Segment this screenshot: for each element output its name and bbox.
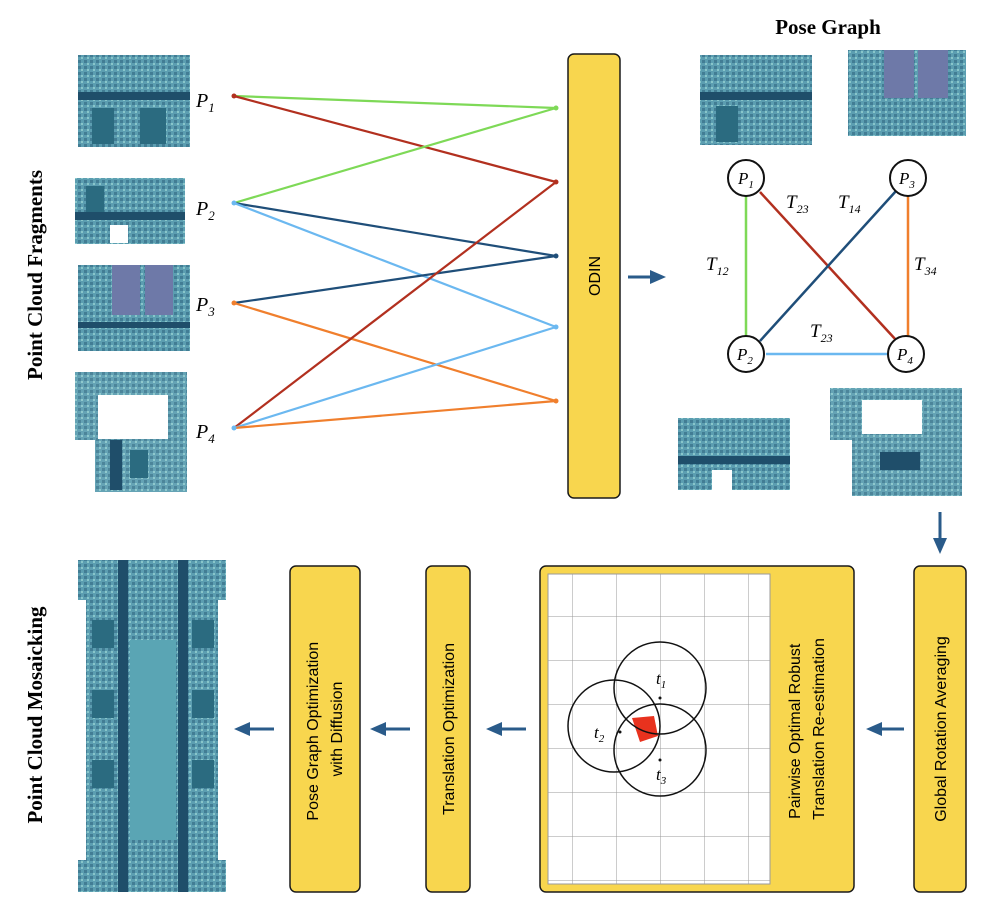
mosaicking-title: Point Cloud Mosaicking bbox=[23, 606, 47, 824]
fragments-title: Point Cloud Fragments bbox=[23, 170, 47, 380]
pose-label-p4: P4 bbox=[195, 421, 215, 446]
fragment-p4-image bbox=[75, 372, 187, 492]
line-p1-red bbox=[233, 94, 557, 184]
arrow-odin-to-graph bbox=[628, 270, 666, 284]
svg-text:P3: P3 bbox=[898, 169, 915, 191]
fragment-p2-image bbox=[75, 178, 185, 244]
pgo-label-line2: with Diffusion bbox=[329, 682, 346, 778]
arrow-graph-to-rotation bbox=[933, 512, 947, 554]
graph-fragment-top-right bbox=[848, 50, 966, 136]
line-p4-orange bbox=[233, 399, 557, 430]
edge-label-t23-bottom: T23 bbox=[810, 321, 833, 345]
line-p2-lightblue bbox=[233, 201, 557, 329]
fragment-p3-image bbox=[78, 265, 190, 351]
line-p2-darkblue bbox=[233, 201, 557, 258]
pairwise-grid bbox=[547, 573, 771, 885]
edge-label-t23-top: T23 bbox=[786, 192, 809, 216]
pairwise-label: Pairwise Optimal Robust Translation Re-e… bbox=[787, 638, 828, 820]
edge-label-t34: T34 bbox=[914, 254, 937, 278]
mosaicked-point-cloud-image bbox=[78, 560, 226, 892]
svg-text:P1: P1 bbox=[737, 169, 754, 191]
translation-opt-label: Translation Optimization bbox=[441, 643, 458, 815]
triple-circles bbox=[567, 641, 707, 797]
edge-p3-p2 bbox=[759, 190, 897, 342]
line-p2-green bbox=[233, 106, 557, 205]
graph-node-p2: P2 bbox=[727, 335, 765, 373]
pairwise-label-line2: Translation Re-estimation bbox=[811, 638, 828, 820]
odin-box bbox=[567, 53, 621, 499]
arrow-pairwise-to-translation bbox=[486, 722, 526, 736]
arrow-rotation-to-pairwise bbox=[866, 722, 904, 736]
line-p3-orange bbox=[233, 301, 557, 403]
graph-node-p1: P1 bbox=[727, 159, 765, 197]
global-rotation-label: Global Rotation Averaging bbox=[933, 636, 950, 822]
arrow-translation-to-pgo bbox=[370, 722, 410, 736]
global-rotation-box bbox=[913, 565, 967, 893]
svg-text:P2: P2 bbox=[736, 345, 753, 367]
point-label-t1: t1 bbox=[656, 669, 666, 691]
line-p4-red bbox=[233, 181, 557, 429]
graph-edges bbox=[744, 190, 910, 356]
edge-label-t12: T12 bbox=[706, 254, 729, 278]
pgo-box bbox=[289, 565, 361, 893]
pairwise-label-line1: Pairwise Optimal Robust bbox=[787, 643, 804, 819]
graph-node-p3: P3 bbox=[889, 159, 927, 197]
edge-label-t14: T14 bbox=[838, 192, 861, 216]
svg-text:P4: P4 bbox=[896, 345, 913, 367]
line-p4-lightblue bbox=[233, 325, 557, 430]
pose-label-p1: P1 bbox=[195, 90, 215, 115]
point-label-t3: t3 bbox=[656, 765, 667, 787]
graph-node-p4: P4 bbox=[887, 335, 925, 373]
graph-fragment-bottom-right bbox=[830, 388, 962, 496]
line-p1-green bbox=[233, 94, 557, 110]
pose-label-p2: P2 bbox=[195, 198, 215, 223]
fragment-p1-image bbox=[78, 55, 190, 147]
arrow-pgo-to-mosaic bbox=[234, 722, 274, 736]
pose-label-p3: P3 bbox=[195, 294, 215, 319]
pgo-label-line1: Pose Graph Optimization bbox=[305, 642, 322, 821]
correspondence-lines bbox=[231, 93, 559, 431]
odin-label: ODIN bbox=[587, 256, 604, 296]
translation-opt-box bbox=[425, 565, 471, 893]
point-label-t2: t2 bbox=[594, 723, 605, 745]
graph-fragment-top-left bbox=[700, 55, 812, 145]
graph-fragment-bottom-left bbox=[678, 418, 790, 490]
pose-graph-title: Pose Graph bbox=[775, 15, 881, 39]
line-p3-darkblue bbox=[233, 254, 557, 305]
pgo-label: Pose Graph Optimization with Diffusion bbox=[305, 637, 346, 820]
